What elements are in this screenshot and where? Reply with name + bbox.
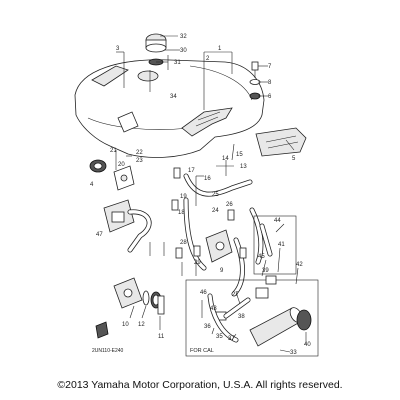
- callout-16: 16: [204, 176, 211, 182]
- callout-42: 42: [296, 262, 303, 268]
- vent-hose-box: [253, 215, 297, 275]
- copyright-notice: ©2013 Yamaha Motor Corporation, U.S.A. A…: [57, 379, 343, 391]
- callout-40: 40: [304, 342, 311, 348]
- callout-47: 47: [96, 232, 103, 238]
- callout-7: 7: [268, 64, 272, 70]
- callout-2: 2: [206, 56, 210, 62]
- cal-label: FOR CAL: [190, 348, 214, 354]
- fuel-valve: [113, 165, 135, 191]
- callout-39: 39: [262, 268, 269, 274]
- callout-5: 5: [292, 156, 296, 162]
- fuel-hoses: [183, 173, 273, 297]
- callout-4: 4: [90, 182, 94, 188]
- callout-23: 23: [136, 158, 143, 164]
- callout-44: 44: [274, 218, 281, 224]
- callout-29: 29: [194, 260, 201, 266]
- callout-20: 20: [118, 162, 125, 168]
- lower-pump: [113, 277, 165, 315]
- center-pump: [205, 229, 233, 263]
- callout-17: 17: [188, 168, 195, 174]
- callout-22: 22: [136, 150, 143, 156]
- left-emblem: [91, 65, 129, 87]
- callout-13: 13: [240, 164, 247, 170]
- callout-6: 6: [268, 94, 272, 100]
- callout-43: 43: [210, 306, 217, 312]
- callout-36: 36: [204, 324, 211, 330]
- callout-15: 15: [236, 152, 243, 158]
- callout-19: 19: [180, 194, 187, 200]
- callout-14: 14: [222, 156, 229, 162]
- callout-1: 1: [218, 46, 222, 52]
- arrow-icon: [95, 321, 109, 339]
- callout-28: 28: [180, 240, 187, 246]
- callout-9: 9: [220, 268, 224, 274]
- fuel-pump: [103, 199, 152, 253]
- callout-33: 33: [290, 350, 297, 356]
- callout-8: 8: [268, 80, 272, 86]
- callout-32: 32: [180, 34, 187, 40]
- filler-neck: [137, 70, 159, 82]
- callout-45: 45: [258, 254, 265, 260]
- callout-35: 35: [216, 334, 223, 340]
- leader-lines: [115, 35, 307, 353]
- callout-31: 31: [174, 60, 181, 66]
- cal-canister-box: FOR CAL: [185, 275, 319, 357]
- callout-26: 26: [226, 202, 233, 208]
- callout-34: 34: [170, 94, 177, 100]
- callout-25: 25: [212, 192, 219, 198]
- callout-24: 24: [212, 208, 219, 214]
- callout-38: 38: [238, 314, 245, 320]
- callout-12: 12: [138, 322, 145, 328]
- drawing-code-block: 2UN110-E240: [92, 321, 124, 354]
- callout-37: 37: [228, 336, 235, 342]
- callout-41: 41: [278, 242, 285, 248]
- callout-21: 21: [110, 148, 117, 154]
- side-emblem: [255, 127, 307, 157]
- callout-numbers: 1 2 3 4 5 6 7 8 9 10 11 12 13 14 15 16 1…: [90, 34, 311, 356]
- fuel-tank: [74, 59, 265, 158]
- callout-18: 18: [178, 210, 185, 216]
- callout-3: 3: [116, 46, 120, 52]
- drawing-code: 2UN110-E240: [92, 348, 124, 354]
- mount-bolt: [249, 61, 261, 100]
- callout-30: 30: [180, 48, 187, 54]
- callout-27: 27: [232, 292, 239, 298]
- callout-46: 46: [200, 290, 207, 296]
- callout-11: 11: [158, 334, 165, 340]
- tank-emblem: [181, 107, 233, 137]
- callout-10: 10: [122, 322, 129, 328]
- rubber-damper: [89, 159, 107, 173]
- hose-clamps: [171, 167, 247, 259]
